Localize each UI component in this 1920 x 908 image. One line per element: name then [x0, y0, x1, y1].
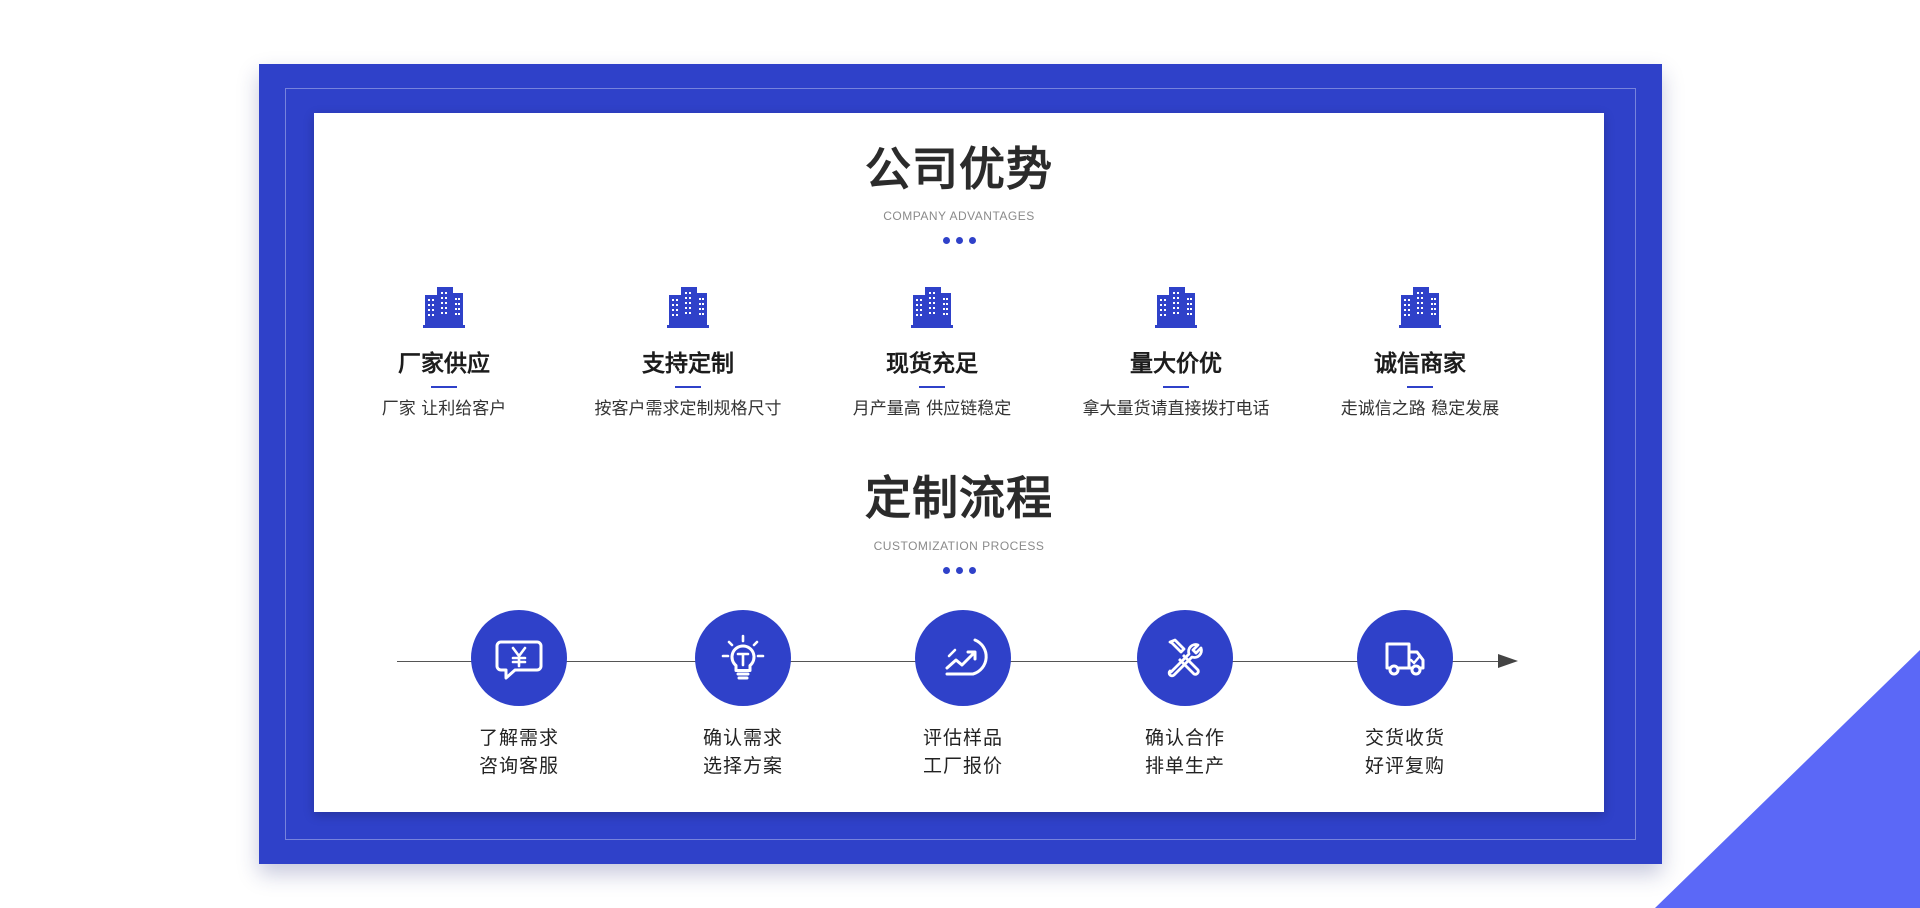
arrow-right-icon — [1498, 654, 1518, 668]
building-icon — [667, 287, 709, 328]
step-icon-circle — [471, 610, 567, 706]
advantages-title: 公司优势 — [865, 142, 1053, 196]
step-label-line1: 确认需求 — [702, 727, 783, 749]
advantage-underline — [431, 386, 457, 388]
step-label-line1: 评估样品 — [922, 727, 1003, 749]
advantage-title: 诚信商家 — [1374, 351, 1466, 377]
frame-inner-line — [285, 88, 1636, 840]
content-panel: 公司优势 COMPANY ADVANTAGES 厂家供应 厂家 让利给客户 — [314, 113, 1604, 812]
advantage-title: 支持定制 — [642, 351, 734, 377]
advantage-underline — [1407, 386, 1433, 388]
advantage-desc: 按客户需求定制规格尺寸 — [594, 399, 782, 419]
growth-chart-icon — [945, 638, 988, 676]
advantage-item-2: 支持定制 按客户需求定制规格尺寸 — [568, 285, 808, 418]
advantage-item-4: 量大价优 拿大量货请直接拨打电话 — [1056, 285, 1296, 418]
advantage-item-3: 现货充足 月产量高 供应链稳定 — [812, 285, 1052, 418]
process-step-5: 交货收货 好评复购 — [1325, 610, 1485, 780]
step-label-line2: 咨询客服 — [478, 755, 559, 777]
process-subtitle: CUSTOMIZATION PROCESS — [873, 539, 1045, 553]
building-icon — [1399, 287, 1441, 328]
building-icon — [911, 287, 953, 328]
advantage-title: 量大价优 — [1130, 351, 1222, 377]
process-step-1: 了解需求 咨询客服 — [439, 610, 599, 780]
advantages-dots — [314, 237, 1604, 244]
advantage-item-5: 诚信商家 走诚信之路 稳定发展 — [1300, 285, 1540, 418]
tools-icon — [1167, 638, 1203, 678]
step-icon-circle — [1357, 610, 1453, 706]
advantage-item-1: 厂家供应 厂家 让利给客户 — [324, 285, 564, 418]
advantage-underline — [675, 386, 701, 388]
step-label-line1: 确认合作 — [1144, 727, 1225, 749]
step-label-line1: 交货收货 — [1364, 727, 1445, 749]
advantage-underline — [1163, 386, 1189, 388]
lightbulb-icon — [721, 634, 765, 680]
advantage-title: 现货充足 — [886, 351, 978, 377]
advantage-desc: 厂家 让利给客户 — [381, 399, 507, 419]
step-icon-circle — [1137, 610, 1233, 706]
building-icon — [1155, 287, 1197, 328]
blue-frame: 公司优势 COMPANY ADVANTAGES 厂家供应 厂家 让利给客户 — [259, 64, 1662, 864]
step-label-line2: 好评复购 — [1364, 755, 1445, 777]
step-label-line1: 了解需求 — [478, 727, 559, 749]
advantage-title: 厂家供应 — [398, 351, 490, 377]
step-icon-circle — [915, 610, 1011, 706]
advantage-desc: 拿大量货请直接拨打电话 — [1082, 399, 1270, 419]
step-label-line2: 选择方案 — [702, 755, 783, 777]
advantage-desc: 走诚信之路 稳定发展 — [1340, 399, 1500, 419]
step-label-line2: 工厂报价 — [922, 755, 1003, 777]
delivery-truck-icon — [1385, 642, 1425, 676]
process-dots — [314, 567, 1604, 574]
advantage-underline — [919, 386, 945, 388]
advantages-subtitle: COMPANY ADVANTAGES — [883, 209, 1035, 223]
yuan-chat-icon — [495, 640, 543, 680]
process-step-3: 评估样品 工厂报价 — [883, 610, 1043, 780]
process-title: 定制流程 — [865, 471, 1053, 525]
building-icon — [423, 287, 465, 328]
process-step-4: 确认合作 排单生产 — [1105, 610, 1265, 780]
step-label-line2: 排单生产 — [1144, 755, 1225, 777]
corner-accent-triangle — [1655, 650, 1920, 908]
advantage-desc: 月产量高 供应链稳定 — [852, 399, 1012, 419]
process-step-2: 确认需求 选择方案 — [663, 610, 823, 780]
step-icon-circle — [695, 610, 791, 706]
